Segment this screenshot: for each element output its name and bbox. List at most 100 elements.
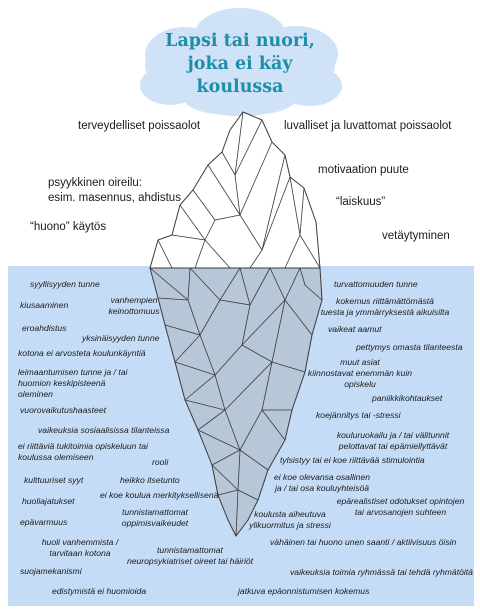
iceberg-top-facets: [157, 111, 321, 269]
iceberg-below: [149, 267, 323, 537]
label-merkityksellisena: ei koe koulua merkityksellisenä: [100, 490, 218, 501]
label-line: tarvitaan kotona: [49, 548, 111, 558]
label-line: koejännitys tai -stressi: [316, 410, 401, 420]
label-line: vuorovaikutushaasteet: [20, 405, 106, 415]
label-epaonnistuminen: jatkuva epäonnistumisen kokemus: [238, 586, 369, 597]
diagram-title: Lapsi tai nuori, joka ei käy koulussa: [150, 30, 330, 99]
label-line: koulusta aiheutuva: [254, 509, 326, 519]
label-line: ylikuormitus ja stressi: [249, 520, 331, 530]
cloud-shape: [140, 8, 342, 116]
label-rooli: rooli: [152, 457, 168, 468]
label-line: kotona ei arvosteta koulunkäyntiä: [18, 348, 146, 358]
label-line: eroahdistus: [22, 323, 67, 333]
title-line: Lapsi tai nuori,: [165, 31, 315, 51]
label-kokemus: kokemus riittämättömästä tuesta ja ymmär…: [310, 296, 460, 318]
label-kiusaaminen: kiusaaminen: [20, 300, 68, 311]
label-line: pettymys omasta tilanteesta: [356, 342, 463, 352]
label-ryhmassa: vaikeuksia toimia ryhmässä tai tehdä ryh…: [290, 567, 473, 578]
iceberg-below-facets: [149, 267, 323, 537]
label-line: turvattomuuden tunne: [334, 279, 418, 289]
label-ylikuormitus: koulusta aiheutuva ylikuormitus ja stres…: [240, 509, 340, 531]
label-yksinaisyyden: yksinäisyyden tunne: [82, 333, 159, 344]
label-kotona: kotona ei arvosteta koulunkäyntiä: [18, 348, 146, 359]
label-suojamekanismi: suojamekanismi: [20, 566, 82, 577]
label-line: oppimisvaikeudet: [121, 518, 189, 528]
label-syyllisyyden: syyllisyyden tunne: [30, 279, 100, 290]
label-line: vaikeuksia toimia ryhmässä tai tehdä ryh…: [290, 567, 473, 577]
label-line: vanhempien: [110, 295, 158, 305]
label-pettymys: pettymys omasta tilanteesta: [356, 342, 463, 353]
label-terveydelliset: terveydelliset poissaolot: [78, 120, 201, 132]
label-line: huomion keskipisteenä: [18, 378, 106, 388]
label-line: pelottavat tai epämiellyttävät: [338, 441, 448, 451]
label-line: edistymistä ei huomioida: [52, 586, 147, 596]
label-line: esim. masennus, ahdistus: [48, 192, 181, 204]
label-line: oleminen: [18, 389, 53, 399]
label-line: vähäinen tai huono unen saanti / aktiivi…: [270, 537, 457, 547]
label-itsetunto: heikko itsetunto: [120, 475, 180, 486]
label-line: tunnistamattomat: [122, 507, 188, 517]
label-epavarmuus: epävarmuus: [20, 517, 67, 528]
label-turvattomuuden: turvattomuuden tunne: [334, 279, 418, 290]
label-leimaantumisen: leimaantumisen tunne ja / tai huomion ke…: [18, 367, 127, 400]
label-uni: vähäinen tai huono unen saanti / aktiivi…: [270, 537, 456, 548]
label-laiskuus: “laiskuus”: [336, 196, 386, 208]
label-line: neuropsykiatriset oireet tai häiriöt: [126, 556, 254, 566]
label-edistymista: edistymistä ei huomioida: [52, 586, 146, 597]
label-psyykkinen: psyykkinen oireilu: esim. masennus, ahdi…: [48, 176, 181, 206]
label-line: koulussa olemiseen: [18, 452, 94, 462]
label-line: suojamekanismi: [20, 566, 82, 576]
label-aamut: vaikeat aamut: [328, 324, 382, 335]
label-luvalliset: luvalliset ja luvattomat poissaolot: [284, 120, 452, 132]
label-line: tai arvosanojen suhteen: [354, 507, 447, 517]
label-line: ei koe olevansa osallinen: [273, 472, 371, 482]
label-huono-kaytos: “huono” käytös: [30, 221, 107, 233]
label-line: paniikkikohtaukset: [372, 393, 443, 403]
label-tylsistyy: tylsistyy tai ei koe riittävää stimuloin…: [280, 455, 425, 466]
label-vanhempien: vanhempien keinottomuus: [94, 295, 174, 317]
label-tukitoimia: ei riittäviä tukitoimia opiskeluun tai k…: [18, 441, 148, 463]
label-line: vaikeat aamut: [328, 324, 382, 334]
label-kulttuuriset: kulttuuriset syyt: [24, 475, 83, 486]
label-vuorovaikutus: vuorovaikutushaasteet: [20, 405, 106, 416]
label-line: epävarmuus: [20, 517, 68, 527]
label-muut-asiat: muut asiat kiinnostavat enemmän kuin opi…: [300, 357, 420, 390]
label-line: ei koe koulua merkityksellisenä: [100, 490, 219, 500]
label-line: kulttuuriset syyt: [24, 475, 84, 485]
label-line: tylsistyy tai ei koe riittävää stimuloin…: [280, 455, 425, 465]
label-line: kiinnostavat enemmän kuin: [307, 368, 413, 378]
label-line: huoliajatukset: [22, 496, 75, 506]
label-line: vaikeuksia sosiaalisissa tilanteissa: [38, 425, 170, 435]
title-line: joka ei käy: [187, 54, 293, 74]
label-line: kouluruokailu ja / tai välitunnit: [336, 430, 450, 440]
label-line: kokemus riittämättömästä: [336, 296, 434, 306]
label-line: ei riittäviä tukitoimia opiskeluun tai: [18, 441, 148, 451]
title-line: koulussa: [196, 77, 284, 97]
label-line: heikko itsetunto: [120, 475, 180, 485]
label-osallinen: ei koe olevansa osallinen ja / tai osa k…: [262, 472, 382, 494]
label-line: syyllisyyden tunne: [30, 279, 100, 289]
label-line: yksinäisyyden tunne: [82, 333, 160, 343]
label-odotukset: epärealistiset odotukset opintojen tai a…: [328, 496, 473, 518]
label-line: psyykkinen oireilu:: [48, 177, 142, 189]
label-paniikki: paniikkikohtaukset: [372, 393, 442, 404]
label-koejannitys: koejännitys tai -stressi: [316, 410, 401, 421]
label-kouluruokailu: kouluruokailu ja / tai välitunnit pelott…: [318, 430, 468, 452]
label-line: epärealistiset odotukset opintojen: [336, 496, 465, 506]
label-sosiaalisissa: vaikeuksia sosiaalisissa tilanteissa: [38, 425, 169, 436]
label-line: muut asiat: [340, 357, 380, 367]
label-line: tunnistamattomat: [157, 545, 223, 555]
label-line: huoli vanhemmista /: [41, 537, 119, 547]
label-vetaytyminen: vetäytyminen: [382, 230, 450, 242]
label-huoliajatukset: huoliajatukset: [22, 496, 75, 507]
label-line: tuesta ja ymmärryksestä aikuisilta: [320, 307, 450, 317]
label-line: keinottomuus: [108, 306, 160, 316]
label-line: kiusaaminen: [20, 300, 69, 310]
label-line: rooli: [152, 457, 169, 467]
label-huoli-vanhemmista: huoli vanhemmista / tarvitaan kotona: [30, 537, 130, 559]
label-line: jatkuva epäonnistumisen kokemus: [238, 586, 370, 596]
label-line: leimaantumisen tunne ja / tai: [18, 367, 128, 377]
label-eroahdistus: eroahdistus: [22, 323, 66, 334]
label-neuropsyk: tunnistamattomat neuropsykiatriset oiree…: [120, 545, 260, 567]
